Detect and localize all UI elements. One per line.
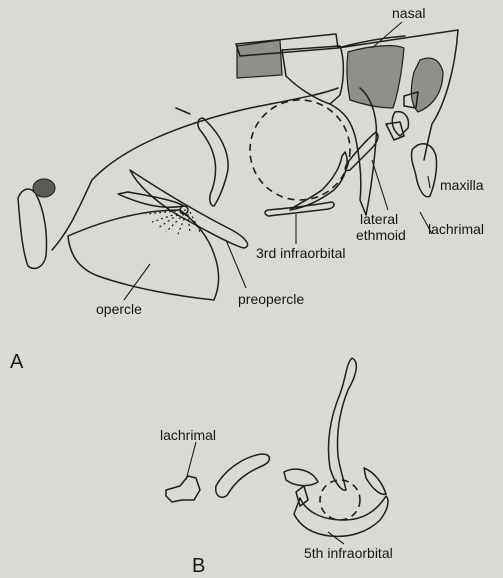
infraorbital-upright [328, 358, 356, 490]
nasal-stipple [347, 46, 404, 108]
orbit-circle [250, 100, 350, 200]
leader-nasal [372, 22, 402, 48]
hatched-bar [237, 40, 282, 78]
pectoral-stipple [33, 179, 55, 197]
panel-label-a: A [10, 352, 23, 372]
leader-opercle [124, 264, 150, 300]
label-maxilla: maxilla [440, 178, 484, 193]
infraorbital-small-1 [364, 468, 386, 494]
label-5th-infraorbital: 5th infraorbital [304, 546, 393, 561]
label-ethmoid: ethmoid [356, 228, 406, 243]
lachrimal-bone-b [166, 476, 200, 502]
infraorbital-second [216, 454, 270, 497]
circumorbital-arc [198, 118, 228, 206]
nasal-bone [338, 30, 458, 48]
infraorbital-arc-right [290, 152, 347, 210]
preopercle-bone [130, 170, 248, 248]
label-lateral: lateral [360, 212, 398, 227]
label-lachrimal-b: lachrimal [160, 428, 216, 443]
skull-diagram-b [166, 358, 388, 544]
opercle-bone [68, 210, 219, 300]
label-lachrimal-a: lachrimal [428, 222, 484, 237]
pectoral-bone [18, 189, 47, 268]
skull-diagram-a [18, 22, 458, 300]
label-preopercle: preopercle [238, 292, 304, 307]
leader-5th-infraorbital [328, 532, 344, 544]
label-nasal: nasal [392, 6, 425, 21]
label-opercle: opercle [96, 302, 142, 317]
fifth-infraorbital-bone [294, 496, 388, 536]
label-3rd-infraorbital: 3rd infraorbital [256, 246, 346, 261]
opercle-fan-top [118, 192, 184, 207]
leader-lateral-ethmoid [372, 160, 388, 210]
panel-label-b: B [192, 556, 205, 576]
ethmoid-plate [282, 46, 343, 104]
dorsal-spine-tick [176, 108, 190, 114]
orbit-circle-b [320, 480, 360, 520]
leader-lachrimal-b [186, 442, 196, 480]
infraorbital-small-2 [284, 469, 318, 485]
maxilla-bone [411, 144, 436, 197]
leader-maxilla [428, 176, 430, 188]
